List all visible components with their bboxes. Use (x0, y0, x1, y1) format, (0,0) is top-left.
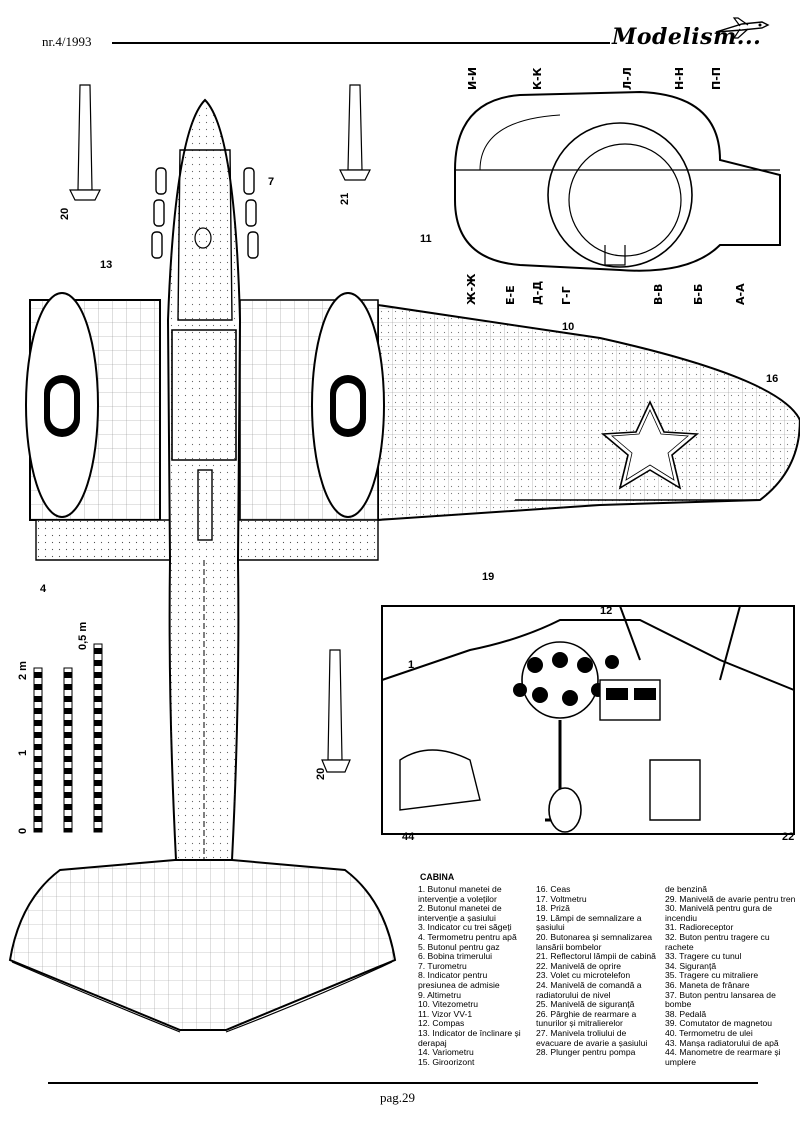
callout-cabin-22: 22 (782, 831, 794, 843)
legend-item: 10. Vitezometru (418, 999, 479, 1010)
legend-item: 33. Tragere cu tunul (665, 951, 742, 962)
legend-item: 24. Manivelă de comandă a radiatorului d… (536, 979, 642, 1000)
callout-4: 4 (40, 583, 47, 595)
legend-item: 25. Manivelă de siguranță (536, 999, 635, 1010)
section-label-kk: К-К (531, 67, 544, 90)
legend-item: 2. Butonul manetei de intervenție a șasi… (418, 903, 502, 923)
legend-item: 7. Turometru (418, 960, 467, 971)
legend-item: 6. Bobina trimerului (418, 951, 493, 962)
section-label-gg: Г-Г (560, 286, 573, 305)
section-label-dd: Д-Д (531, 281, 544, 305)
footer-rule (48, 1082, 758, 1084)
legend-item: 21. Reflectorul lămpii de cabină (536, 951, 656, 962)
legend-item: 32. Buton pentru tragere cu rachete (665, 931, 770, 952)
legend-item: 44. Manometre de rearmare și umplere (665, 1047, 781, 1067)
section-label-ii: И-И (466, 67, 479, 90)
callout-21: 21 (339, 193, 351, 205)
legend-item: 16. Ceas (536, 884, 571, 894)
legend-item: 14. Variometru (418, 1047, 474, 1058)
star-insignia (600, 400, 700, 490)
section-label-aa: А-А (734, 283, 747, 305)
scale-label-two: 2 m (17, 661, 29, 680)
page-number: pag.29 (380, 1090, 416, 1105)
header-rule (112, 42, 610, 44)
legend-item: 15. Giroorizont (418, 1056, 475, 1067)
legend-item: 18. Priză (536, 903, 570, 914)
legend-item: 30. Manivelă pentru gura de incendiu (665, 903, 773, 923)
cockpit-legend: CABINA 1. Butonul manetei de intervenție… (400, 872, 800, 1083)
legend-item: 37. Buton pentru lansarea de bombe (665, 989, 776, 1010)
section-label-vv: В-В (652, 284, 665, 305)
callout-19: 19 (482, 571, 494, 583)
legend-item: 3. Indicator cu trei săgeți (418, 922, 512, 933)
callout-cabin-1: 1 (408, 659, 414, 671)
scale-label-one: 1 (17, 750, 29, 756)
legend-item: 5. Butonul pentru gaz (418, 941, 500, 952)
scale-label-half: 0,5 m (77, 622, 89, 650)
callout-13: 13 (100, 259, 112, 271)
legend-item: 39. Comutator de magnetou (665, 1018, 773, 1029)
legend-item: 34. Siguranță (665, 960, 717, 971)
legend-item: 26. Pârghie de rearmare a tunurilor și m… (536, 1008, 637, 1029)
cross-section (454, 90, 781, 272)
legend-item: 4. Termometru pentru apă (418, 931, 517, 942)
legend-item: 28. Plunger pentru pompa (536, 1047, 636, 1058)
legend-item: 43. Manșa radiatorului de apă (665, 1037, 779, 1048)
legend-item: 29. Manivelă de avarie pentru tren (665, 893, 796, 904)
legend-item: de benzină (665, 884, 708, 894)
legend-item: 17. Voltmetru (536, 893, 587, 904)
logo-text: Modelism (612, 24, 737, 50)
section-label-nn: Н-Н (673, 67, 686, 90)
callout-20: 20 (59, 208, 71, 220)
legend-item: 35. Tragere cu mitraliere (665, 970, 759, 981)
callout-11: 11 (420, 233, 432, 245)
legend-item: 12. Compas (418, 1018, 465, 1029)
legend-item: 23. Volet cu microtelefon (536, 970, 631, 981)
legend-item: 27. Manivela troliului de evacuare de av… (536, 1027, 648, 1048)
legend-item: 9. Altimetru (418, 989, 461, 1000)
callout-cabin-12: 12 (600, 605, 612, 617)
scale-bars: 0 1 2 m 0,5 m (17, 622, 103, 834)
callout-10: 10 (562, 321, 574, 333)
legend-item: 20. Butonarea și semnalizarea lansării b… (536, 931, 653, 952)
legend-item: 31. Radioreceptor (665, 922, 734, 933)
legend-column-3: de benzină 29. Manivelă de avarie pentru… (665, 884, 798, 1067)
section-label-pp: П-П (710, 67, 723, 90)
side-details (69, 84, 371, 773)
callout-16: 16 (766, 373, 778, 385)
section-label-ee: Е-Е (504, 285, 517, 305)
legend-column-2: 16. Ceas 17. Voltmetru 18. Priză 19. Lăm… (536, 884, 658, 1058)
callout-7: 7 (268, 176, 274, 188)
legend-item: 22. Manivelă de oprire (536, 960, 622, 971)
cockpit-view (381, 605, 795, 835)
callout-cabin-44: 44 (402, 831, 415, 843)
legend-column-1: 1. Butonul manetei de intervenție a vole… (418, 884, 526, 1067)
issue-number: nr.4/1993 (42, 34, 92, 49)
scale-label-zero: 0 (17, 828, 29, 834)
logo-plane-icon (715, 17, 770, 39)
legend-item: 19. Lămpi de semnalizare a șasiului (536, 912, 642, 933)
section-label-zhzh: Ж-Ж (465, 273, 478, 305)
legend-item: 40. Termometru de ulei (665, 1027, 753, 1038)
legend-item: 13. Indicator de înclinare și derapaj (418, 1027, 521, 1048)
callout-20b: 20 (315, 768, 327, 780)
legend-title: CABINA (420, 872, 455, 882)
section-labels: И-И К-К Л-Л Н-Н П-П Ж-Ж Е-Е Д-Д Г-Г В-В … (465, 67, 747, 305)
plan-view (8, 98, 800, 1033)
legend-item: 11. Vizor VV-1 (418, 1008, 473, 1019)
legend-item: 1. Butonul manetei de intervenție a vole… (418, 884, 502, 904)
legend-item: 36. Maneta de frânare (665, 979, 750, 990)
section-label-ll: Л-Л (621, 67, 634, 90)
legend-item: 38. Pedală (665, 1008, 707, 1019)
legend-item: 8. Indicator pentru presiunea de admisie (418, 970, 500, 990)
section-label-bb: Б-Б (692, 284, 705, 305)
